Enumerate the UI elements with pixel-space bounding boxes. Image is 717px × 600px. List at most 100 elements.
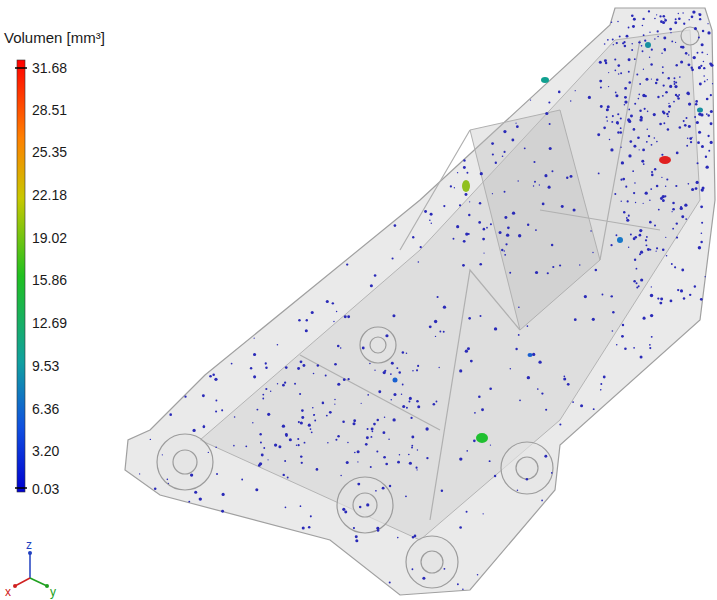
scale-value: 19.02	[32, 231, 67, 245]
pore	[509, 272, 511, 274]
pore	[289, 438, 292, 441]
pore	[625, 186, 627, 188]
pore	[681, 215, 684, 218]
pore	[700, 113, 703, 116]
pore	[489, 460, 491, 462]
pore	[664, 48, 666, 50]
pore	[639, 229, 642, 232]
pore	[479, 202, 481, 204]
pore	[297, 367, 300, 370]
pore	[424, 210, 427, 213]
pore	[647, 248, 650, 251]
pore	[644, 108, 646, 110]
pore	[661, 52, 663, 54]
pore	[370, 466, 372, 468]
pore	[628, 247, 629, 248]
pore	[465, 232, 468, 235]
pore	[633, 128, 636, 131]
hole	[681, 27, 699, 45]
pore	[651, 336, 653, 338]
pore	[628, 215, 630, 217]
pore	[390, 373, 392, 375]
pore	[624, 87, 627, 90]
pore	[700, 205, 703, 208]
pore	[465, 193, 468, 196]
pore	[659, 302, 662, 305]
pore	[677, 289, 679, 291]
pore	[666, 178, 668, 180]
pore	[391, 257, 393, 259]
pore	[394, 224, 397, 227]
pore	[389, 485, 391, 487]
pore	[416, 469, 417, 470]
pore	[478, 221, 481, 224]
pore	[701, 222, 703, 224]
pore	[548, 102, 550, 104]
pore	[282, 384, 285, 387]
pore	[710, 110, 713, 113]
pore	[300, 456, 302, 458]
pore	[607, 39, 609, 41]
pore	[661, 177, 662, 178]
pore	[302, 364, 305, 367]
pore	[699, 83, 702, 86]
pore	[599, 80, 602, 83]
pore	[489, 387, 492, 390]
pore	[649, 221, 652, 224]
pore	[665, 237, 666, 238]
pore	[221, 510, 224, 513]
pore	[417, 365, 419, 367]
pore	[417, 449, 418, 450]
pore	[700, 241, 703, 244]
pore	[665, 91, 668, 94]
pore	[691, 15, 694, 18]
pore	[674, 85, 677, 88]
pore	[385, 463, 388, 466]
pore	[412, 370, 414, 372]
pore	[622, 324, 624, 326]
pore	[563, 377, 566, 380]
pore	[636, 268, 638, 270]
pore	[504, 254, 506, 256]
pore	[683, 297, 686, 300]
pore	[651, 286, 652, 287]
pore	[371, 428, 374, 431]
pore	[477, 574, 479, 576]
pore	[481, 408, 484, 411]
pore	[463, 159, 465, 161]
pore	[418, 261, 420, 263]
pore	[459, 204, 461, 206]
pore	[265, 367, 267, 369]
pore	[710, 94, 712, 96]
pore	[277, 383, 278, 384]
pore	[566, 177, 568, 179]
pore	[370, 436, 372, 438]
pore	[656, 251, 657, 252]
pore	[459, 369, 462, 372]
pore	[233, 445, 235, 447]
pore	[630, 234, 632, 236]
pore	[436, 401, 438, 403]
cast-part	[125, 8, 715, 595]
pore	[422, 577, 425, 580]
pore	[382, 431, 385, 434]
inner-web	[200, 30, 700, 540]
pore	[430, 213, 433, 216]
pore	[687, 63, 690, 66]
pore	[662, 199, 665, 202]
pore	[698, 66, 701, 69]
pore	[408, 454, 410, 456]
pore	[705, 166, 708, 169]
pore	[662, 248, 665, 251]
pore	[459, 457, 462, 460]
pore	[696, 181, 699, 184]
pore	[674, 83, 676, 85]
pore	[688, 183, 690, 185]
pore	[399, 454, 401, 456]
pore	[647, 111, 649, 113]
pore	[698, 36, 700, 38]
scale-value: 0.03	[32, 482, 59, 496]
pore	[425, 427, 428, 430]
rib	[470, 110, 600, 330]
large-pore	[659, 156, 671, 164]
